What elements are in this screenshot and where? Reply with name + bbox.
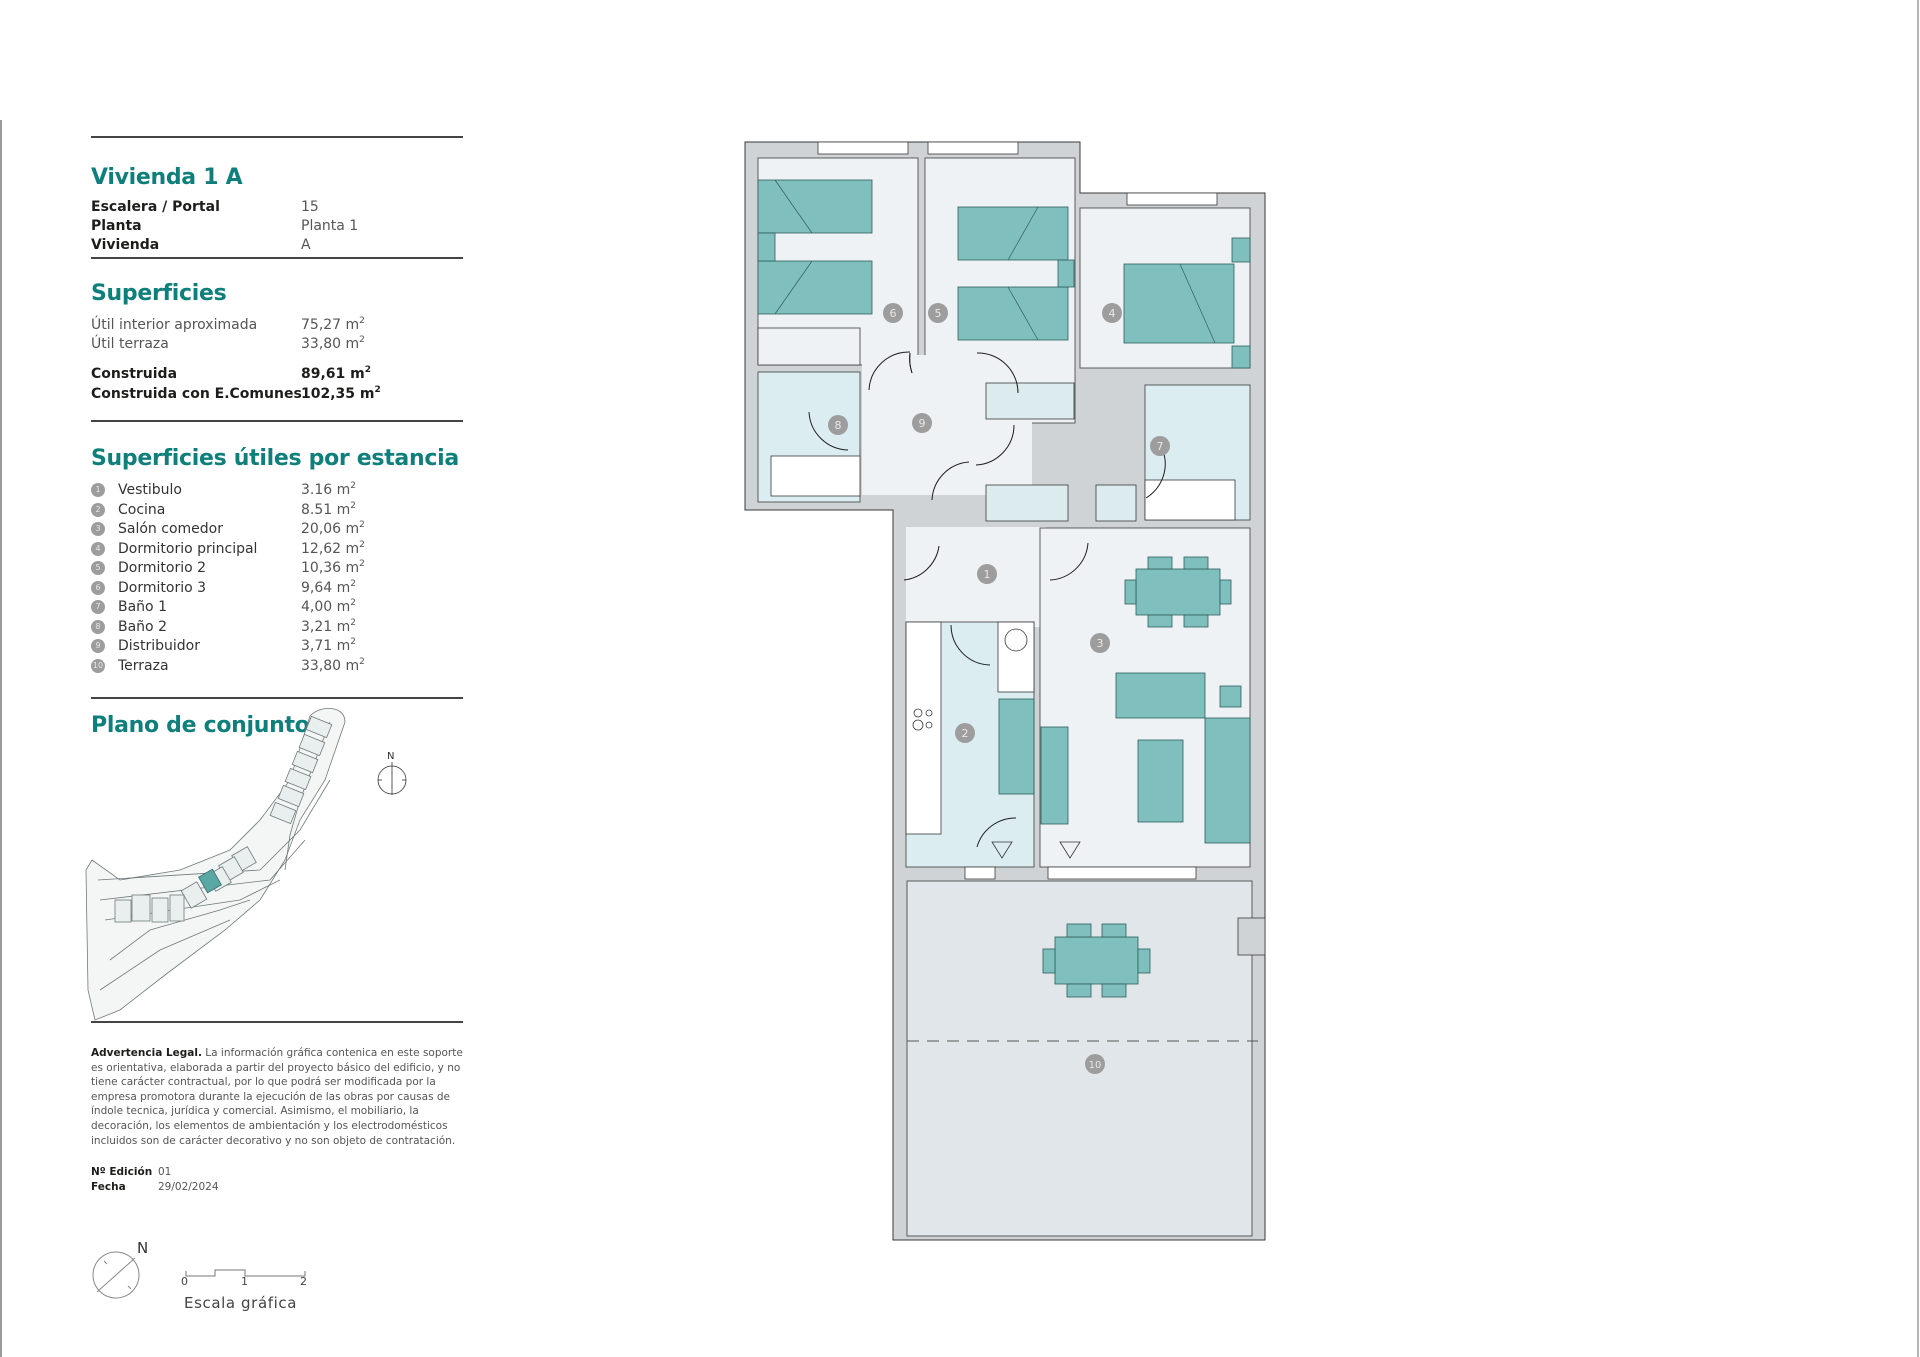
room-number-badge: 10 — [91, 658, 105, 673]
kitchen-counter — [905, 621, 1035, 835]
site-plan-title: Plano de conjunto — [91, 713, 310, 738]
room-name: Terraza — [118, 657, 169, 674]
room-area: 3.16 m2 — [301, 481, 356, 499]
surface-label: Útil interior aproximada — [91, 317, 258, 333]
room-area: 8.51 m2 — [301, 500, 356, 518]
bed-lines — [774, 179, 1216, 344]
divider — [91, 697, 463, 699]
surface-label: Construida — [91, 366, 178, 382]
room-number-badge: 8 — [91, 619, 105, 634]
room-badges: 1 2 3 4 5 6 7 8 9 10 — [828, 303, 1170, 1074]
room-number-badge: 9 — [91, 639, 105, 653]
svg-text:9: 9 — [919, 417, 926, 430]
scale-tick: 1 — [241, 1275, 248, 1288]
room-name: Salón comedor — [118, 521, 223, 537]
room-number-badge: 7 — [91, 600, 105, 614]
doors — [808, 351, 1166, 848]
room-number-badge: 3 — [91, 522, 105, 536]
unit-title: Vivienda 1 A — [91, 165, 243, 190]
detail-value: 15 — [301, 199, 319, 215]
room-number-badge: 4 — [91, 541, 105, 556]
scale-label: Escala gráfica — [184, 1294, 298, 1312]
svg-text:6: 6 — [890, 307, 897, 320]
site-buildings — [114, 715, 333, 923]
surface-value: 89,61 m2 — [301, 365, 372, 383]
room-name: Vestibulo — [118, 482, 182, 498]
scale-tick: 0 — [181, 1275, 188, 1288]
room-name: Baño 1 — [118, 599, 167, 615]
date-label: Fecha — [91, 1181, 126, 1193]
surfaces-title: Superficies — [91, 281, 227, 306]
svg-text:4: 4 — [1109, 307, 1116, 320]
page-right-edge — [1917, 0, 1919, 1357]
room-area: 9,64 m2 — [301, 578, 356, 596]
room-area: 10,36 m2 — [301, 559, 365, 577]
divider — [91, 136, 463, 138]
room-area: 4,00 m2 — [301, 598, 356, 616]
svg-text:5: 5 — [935, 307, 942, 320]
detail-value: Planta 1 — [301, 218, 359, 234]
entrance-markers — [991, 841, 1081, 859]
svg-text:1: 1 — [984, 568, 991, 581]
svg-text:2: 2 — [962, 727, 969, 740]
detail-value: A — [301, 237, 311, 253]
room-name: Distribuidor — [118, 638, 200, 654]
edition-value: 01 — [158, 1166, 172, 1178]
room-area: 20,06 m2 — [301, 520, 365, 538]
room-number-badge: 5 — [91, 561, 105, 575]
svg-text:8: 8 — [835, 419, 842, 432]
divider — [91, 420, 463, 422]
date-value: 29/02/2024 — [158, 1181, 219, 1193]
site-compass-icon — [377, 762, 407, 795]
surface-label: Construida con E.Comunes — [91, 386, 302, 402]
detail-label: Escalera / Portal — [91, 199, 220, 215]
surface-value: 75,27 m2 — [301, 316, 365, 334]
room-name: Dormitorio principal — [118, 540, 258, 557]
surface-label: Útil terraza — [91, 336, 169, 352]
svg-text:10: 10 — [1089, 1060, 1102, 1071]
edition-label: Nº Edición — [91, 1166, 153, 1178]
legal-notice: Advertencia Legal. La información gráfic… — [91, 1047, 463, 1147]
surface-value: 33,80 m2 — [301, 335, 365, 353]
divider — [91, 1021, 463, 1023]
page-left-edge — [0, 120, 2, 1357]
compass-north-label: N — [137, 1239, 149, 1257]
room-area: 12,62 m2 — [301, 539, 365, 557]
scale-tick: 2 — [300, 1275, 307, 1288]
divider — [91, 257, 463, 259]
room-name: Dormitorio 2 — [118, 560, 207, 576]
room-area: 33,80 m2 — [301, 656, 365, 674]
detail-label: Planta — [91, 218, 142, 234]
room-number-badge: 1 — [91, 483, 105, 497]
room-number-badge: 2 — [91, 502, 105, 517]
room-name: Cocina — [118, 501, 166, 518]
site-north-label: N — [387, 751, 394, 762]
room-name: Baño 2 — [118, 618, 167, 635]
room-name: Dormitorio 3 — [118, 579, 207, 596]
svg-text:3: 3 — [1097, 637, 1104, 650]
detail-label: Vivienda — [91, 237, 160, 253]
rooms-title: Superficies útiles por estancia — [91, 446, 459, 471]
room-area: 3,21 m2 — [301, 617, 356, 635]
room-number-badge: 6 — [91, 580, 105, 595]
terrace-column — [1237, 917, 1266, 956]
site-highlight-unit — [198, 868, 222, 894]
surface-value: 102,35 m2 — [301, 385, 381, 403]
room-area: 3,71 m2 — [301, 637, 356, 655]
svg-text:7: 7 — [1157, 440, 1164, 453]
